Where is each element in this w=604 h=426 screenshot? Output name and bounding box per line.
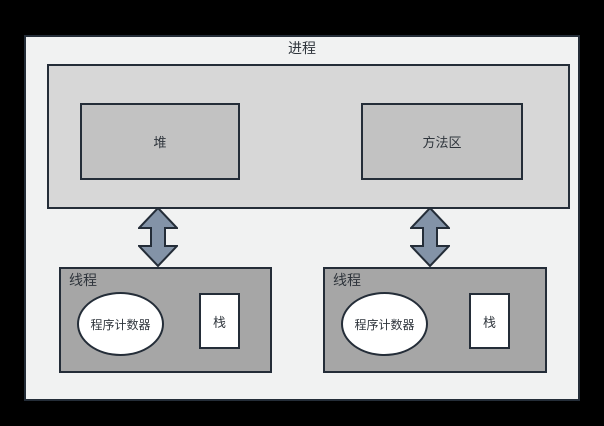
program-counter-ellipse: 程序计数器: [341, 292, 428, 356]
stack-label: 栈: [482, 315, 496, 331]
process-box: 进程 堆 方法区 线程 程序计数器 栈 线程: [24, 35, 580, 401]
heap-box: 堆: [80, 103, 240, 180]
thread-label: 线程: [333, 273, 361, 289]
double-arrow-right-icon: [410, 207, 450, 267]
stack-box: 栈: [199, 293, 240, 349]
method-area-label: 方法区: [422, 136, 462, 151]
memory-area-box: 堆 方法区: [47, 64, 570, 209]
program-counter-ellipse: 程序计数器: [77, 292, 164, 356]
thread-box-right: 线程 程序计数器 栈: [323, 267, 547, 373]
double-arrow-left-icon: [138, 207, 178, 267]
program-counter-label: 程序计数器: [90, 317, 151, 332]
thread-label: 线程: [69, 273, 97, 289]
stack-box: 栈: [469, 293, 510, 349]
stack-label: 栈: [212, 315, 226, 331]
process-label: 进程: [288, 41, 316, 57]
method-area-box: 方法区: [361, 103, 523, 180]
thread-box-left: 线程 程序计数器 栈: [59, 267, 272, 373]
heap-label: 堆: [153, 136, 167, 151]
program-counter-label: 程序计数器: [354, 317, 415, 332]
